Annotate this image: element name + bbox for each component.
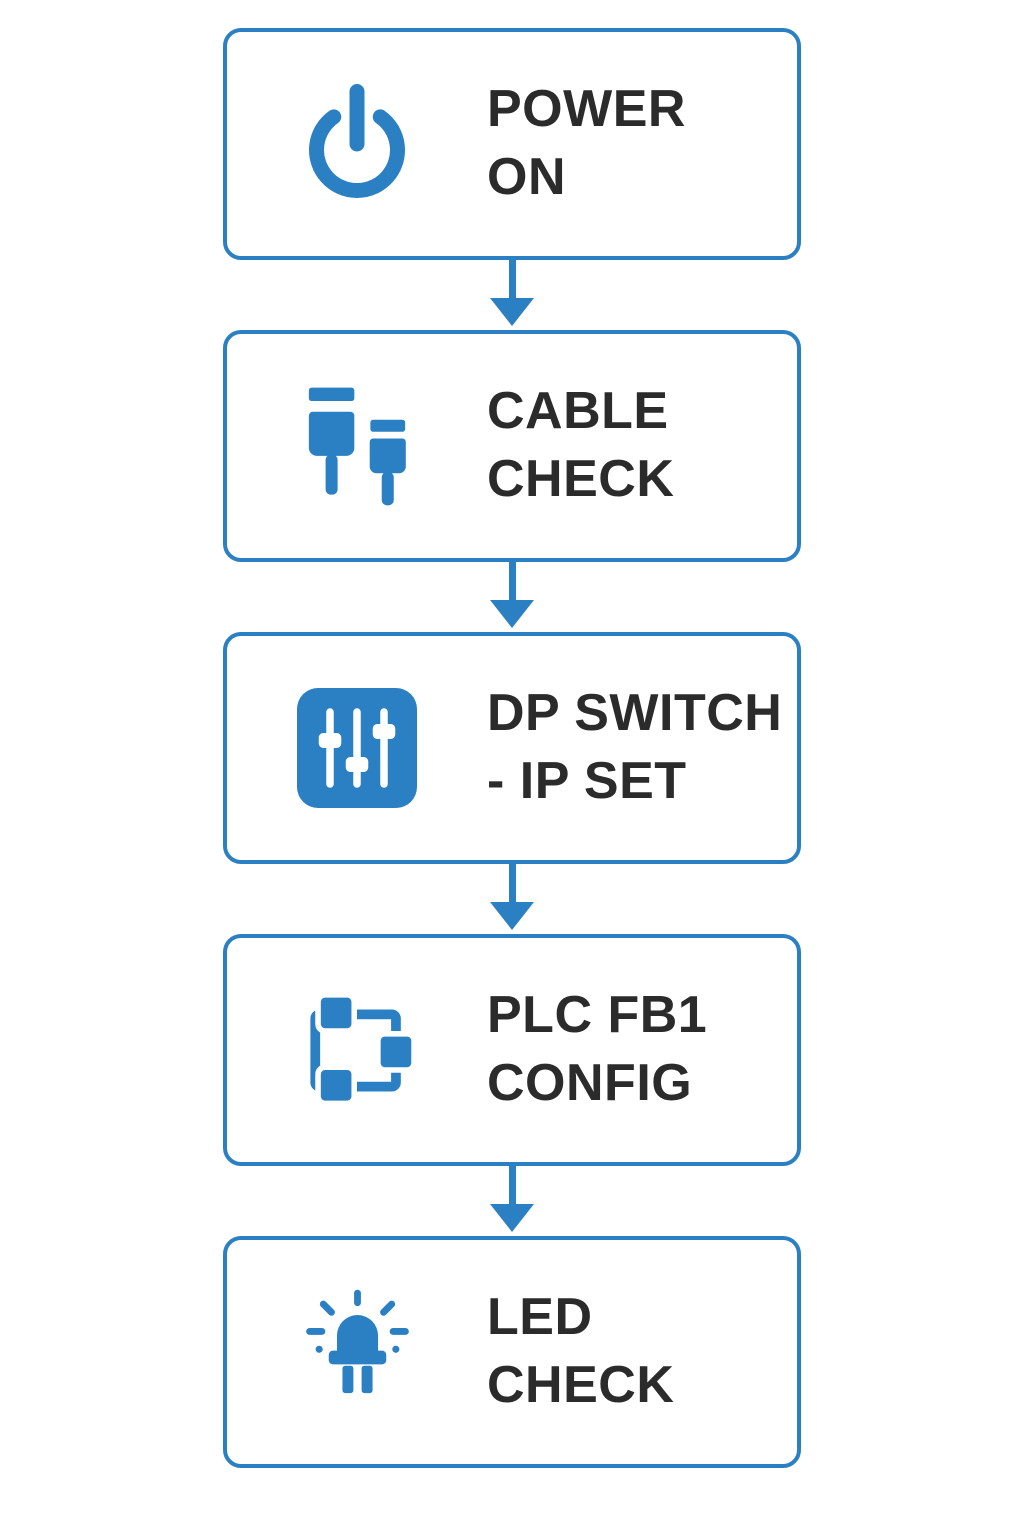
arrow-stem [508,260,516,298]
network-nodes-icon [310,991,417,1106]
step-label: PLC FB1 CONFIG [487,982,797,1117]
step-label-line1: DP SWITCH [487,684,783,743]
step-label-line2: ON [487,148,566,206]
arrow-head [490,298,534,326]
led-bulb-icon [305,1289,409,1394]
flow-arrow-down [490,1166,534,1236]
step-power-on: POWER ON [223,28,801,260]
flow-arrow-down [490,864,534,934]
step-label-line1: PLC FB1 [487,986,708,1045]
dip-switch-sliders-icon [297,688,417,808]
flow-arrow-down [490,260,534,330]
arrow-stem [508,864,516,902]
arrow-stem [508,562,516,600]
step-label-line2: CHECK [487,450,675,508]
cable-connectors-icon [308,387,406,505]
step-icon-wrap [227,385,487,508]
step-dp-switch-ip-set: DP SWITCH - IP SET [223,632,801,864]
arrow-stem [508,1166,516,1204]
power-icon [309,84,405,198]
step-cable-check: CABLE CHECK [223,330,801,562]
step-label: CABLE CHECK [487,378,797,513]
step-label-line2: - IP SET [487,752,687,810]
arrow-head [490,902,534,930]
arrow-head [490,1204,534,1232]
flow-arrow-down [490,562,534,632]
step-led-check: LED CHECK [223,1236,801,1468]
step-plc-fb1-config: PLC FB1 CONFIG [223,934,801,1166]
arrow-head [490,600,534,628]
step-label-line2: CHECK [487,1356,675,1414]
step-icon-wrap [227,1289,487,1415]
step-label: DP SWITCH - IP SET [487,680,802,815]
step-label-line1: LED [487,1288,593,1347]
step-label-line1: POWER [487,80,686,139]
step-label-line1: CABLE [487,382,669,441]
step-icon-wrap [227,81,487,207]
flowchart: POWER ON CABLE CHECK [223,28,801,1468]
step-label-line2: CONFIG [487,1054,693,1112]
step-label: LED CHECK [487,1284,797,1419]
step-icon-wrap [227,685,487,811]
step-icon-wrap [227,991,487,1109]
step-label: POWER ON [487,76,797,211]
